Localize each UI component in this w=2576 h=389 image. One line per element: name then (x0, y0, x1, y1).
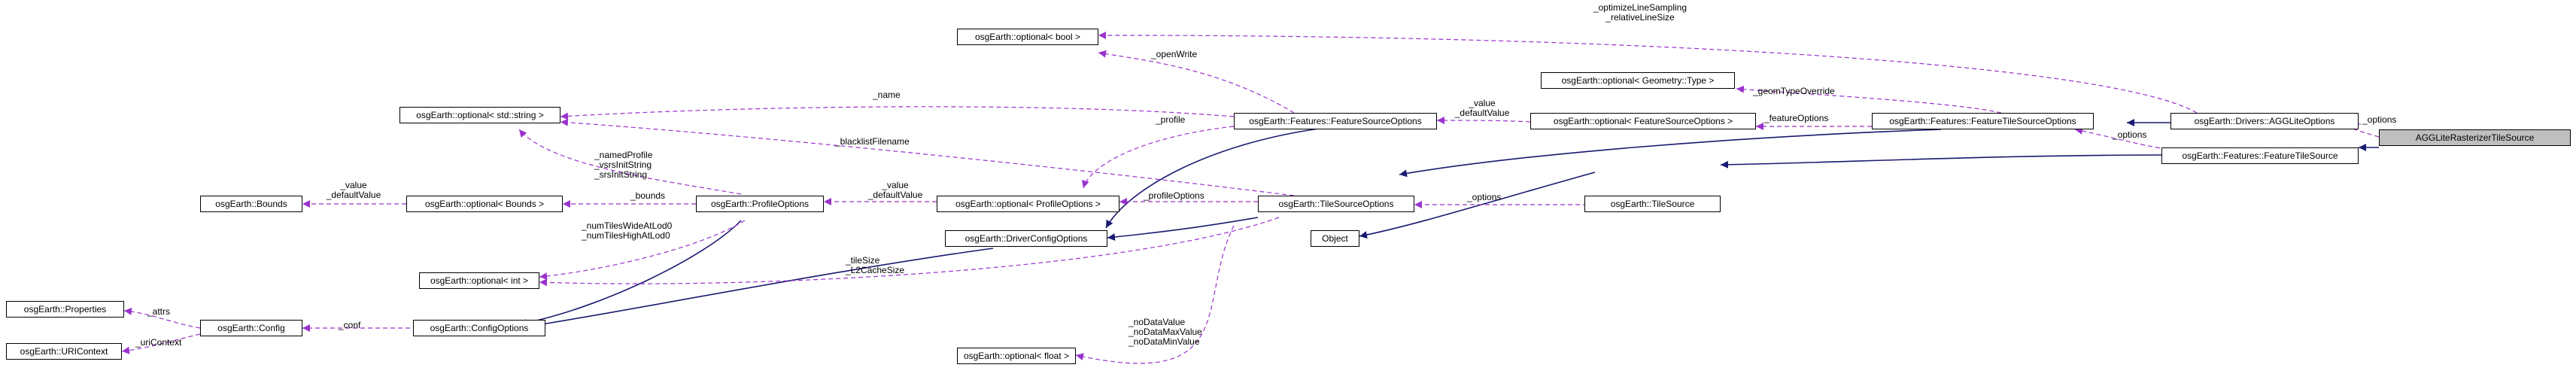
label-tile-size: _tileSize _L2CacheSize (846, 255, 905, 275)
edge-inherit-driver-configoptions (517, 248, 994, 331)
node-optional-geometry-type[interactable]: osgEarth::optional< Geometry::Type > (1541, 72, 1735, 89)
node-optional-feature-source-options[interactable]: osgEarth::optional< FeatureSourceOptions… (1530, 113, 1756, 129)
edge-use-properties-config (123, 307, 201, 329)
label-conf: _conf (339, 320, 361, 330)
edge-inherit-tilesource-object (1359, 172, 1596, 239)
node-optional-float[interactable]: osgEarth::optional< float > (957, 348, 1076, 364)
edge-use-profopts-fso (1081, 126, 1235, 189)
label-profile-options: _profileOptions (1144, 190, 1204, 201)
label-feature-options: _featureOptions (1764, 113, 1829, 123)
edge-inherit-tsopts-driver (1107, 217, 1259, 241)
node-object[interactable]: Object (1311, 230, 1359, 247)
label-open-write: _openWrite (1151, 49, 1198, 59)
node-tile-source-options[interactable]: osgEarth::TileSourceOptions (1258, 196, 1414, 212)
label-profile: _profile (1156, 114, 1186, 125)
label-optimize-line-sampling: _optimizeLineSampling _relativeLineSize (1593, 2, 1687, 23)
edge-use-bool-fso (1098, 50, 1295, 114)
node-optional-bool[interactable]: osgEarth::optional< bool > (957, 29, 1098, 45)
edge-inherit-fsopts-driver (1105, 127, 1325, 229)
node-optional-int[interactable]: osgEarth::optional< int > (419, 272, 539, 289)
node-feature-tile-source[interactable]: osgEarth::Features::FeatureTileSource (2161, 147, 2359, 164)
label-options-agglite: _options (2362, 114, 2397, 125)
node-config-options[interactable]: osgEarth::ConfigOptions (413, 320, 545, 336)
edge-inherit-ftsopts-tsopts (1399, 129, 1942, 178)
edge-use-fso-optfso (1436, 117, 1531, 125)
label-geom-type-override: _geomTypeOverride (1753, 86, 1835, 96)
node-agglite-rasterizer-tile-source[interactable]: AGGLiteRasterizerTileSource (2379, 129, 2571, 146)
node-uri-context[interactable]: osgEarth::URIContext (6, 343, 122, 360)
label-bounds: _bounds (630, 190, 666, 201)
edge-inherit-ftsource-tilesource (1720, 154, 2162, 169)
label-value-default-fso: _value _defaultValue (1454, 98, 1510, 118)
label-blacklist-filename: _blacklistFilename (835, 136, 910, 147)
node-feature-tile-source-options[interactable]: osgEarth::Features::FeatureTileSourceOpt… (1872, 113, 2094, 129)
edge-use-string-fso (560, 106, 1235, 120)
node-bounds[interactable]: osgEarth::Bounds (200, 196, 302, 212)
node-properties[interactable]: osgEarth::Properties (6, 301, 124, 318)
label-named-profile: _namedProfile _vsrsInitString _srsInitSt… (594, 150, 653, 180)
node-profile-options[interactable]: osgEarth::ProfileOptions (696, 196, 824, 212)
edge-use-string-tsopts (560, 118, 1295, 196)
node-config[interactable]: osgEarth::Config (200, 320, 302, 336)
label-uri-context: _uriContext (135, 337, 182, 348)
node-tile-source[interactable]: osgEarth::TileSource (1584, 196, 1721, 212)
edge-use-int-profileoptions (539, 220, 746, 281)
node-agglite-options[interactable]: osgEarth::Drivers::AGGLiteOptions (2170, 113, 2359, 129)
edge-use-geomtype-ftsopts (1736, 85, 2002, 114)
label-value-default-bounds: _value _defaultValue (326, 180, 381, 200)
node-optional-profile-options[interactable]: osgEarth::optional< ProfileOptions > (937, 196, 1119, 212)
edge-use-int-tsopts (539, 217, 1280, 287)
label-attrs: _attrs (147, 306, 171, 317)
label-no-data: _noDataValue _noDataMaxValue _noDataMinV… (1129, 317, 1202, 347)
label-value-default-po: _value _defaultValue (867, 180, 923, 200)
label-num-tiles: _numTilesWideAtLod0 _numTilesHighAtLod0 (582, 220, 673, 241)
edge-use-bool-aggopts (1098, 31, 2198, 114)
edge-use-string-profileoptions (518, 129, 742, 195)
label-options-ts: _options (1467, 192, 1502, 202)
node-optional-string[interactable]: osgEarth::optional< std::string > (399, 107, 560, 123)
node-driver-config-options[interactable]: osgEarth::DriverConfigOptions (945, 230, 1107, 247)
label-options-fts: _options (2113, 129, 2147, 140)
edge-use-float-tsopts (1075, 225, 1235, 364)
node-feature-source-options[interactable]: osgEarth::Features::FeatureSourceOptions (1234, 113, 1437, 129)
edge-use-uricontext-config (121, 333, 201, 354)
edge-inherit-profileoptions-configoptions (518, 220, 742, 327)
label-name: _name (873, 90, 901, 100)
node-optional-bounds[interactable]: osgEarth::optional< Bounds > (406, 196, 563, 212)
edge-use-ftsopts-ftsource (2074, 126, 2205, 156)
